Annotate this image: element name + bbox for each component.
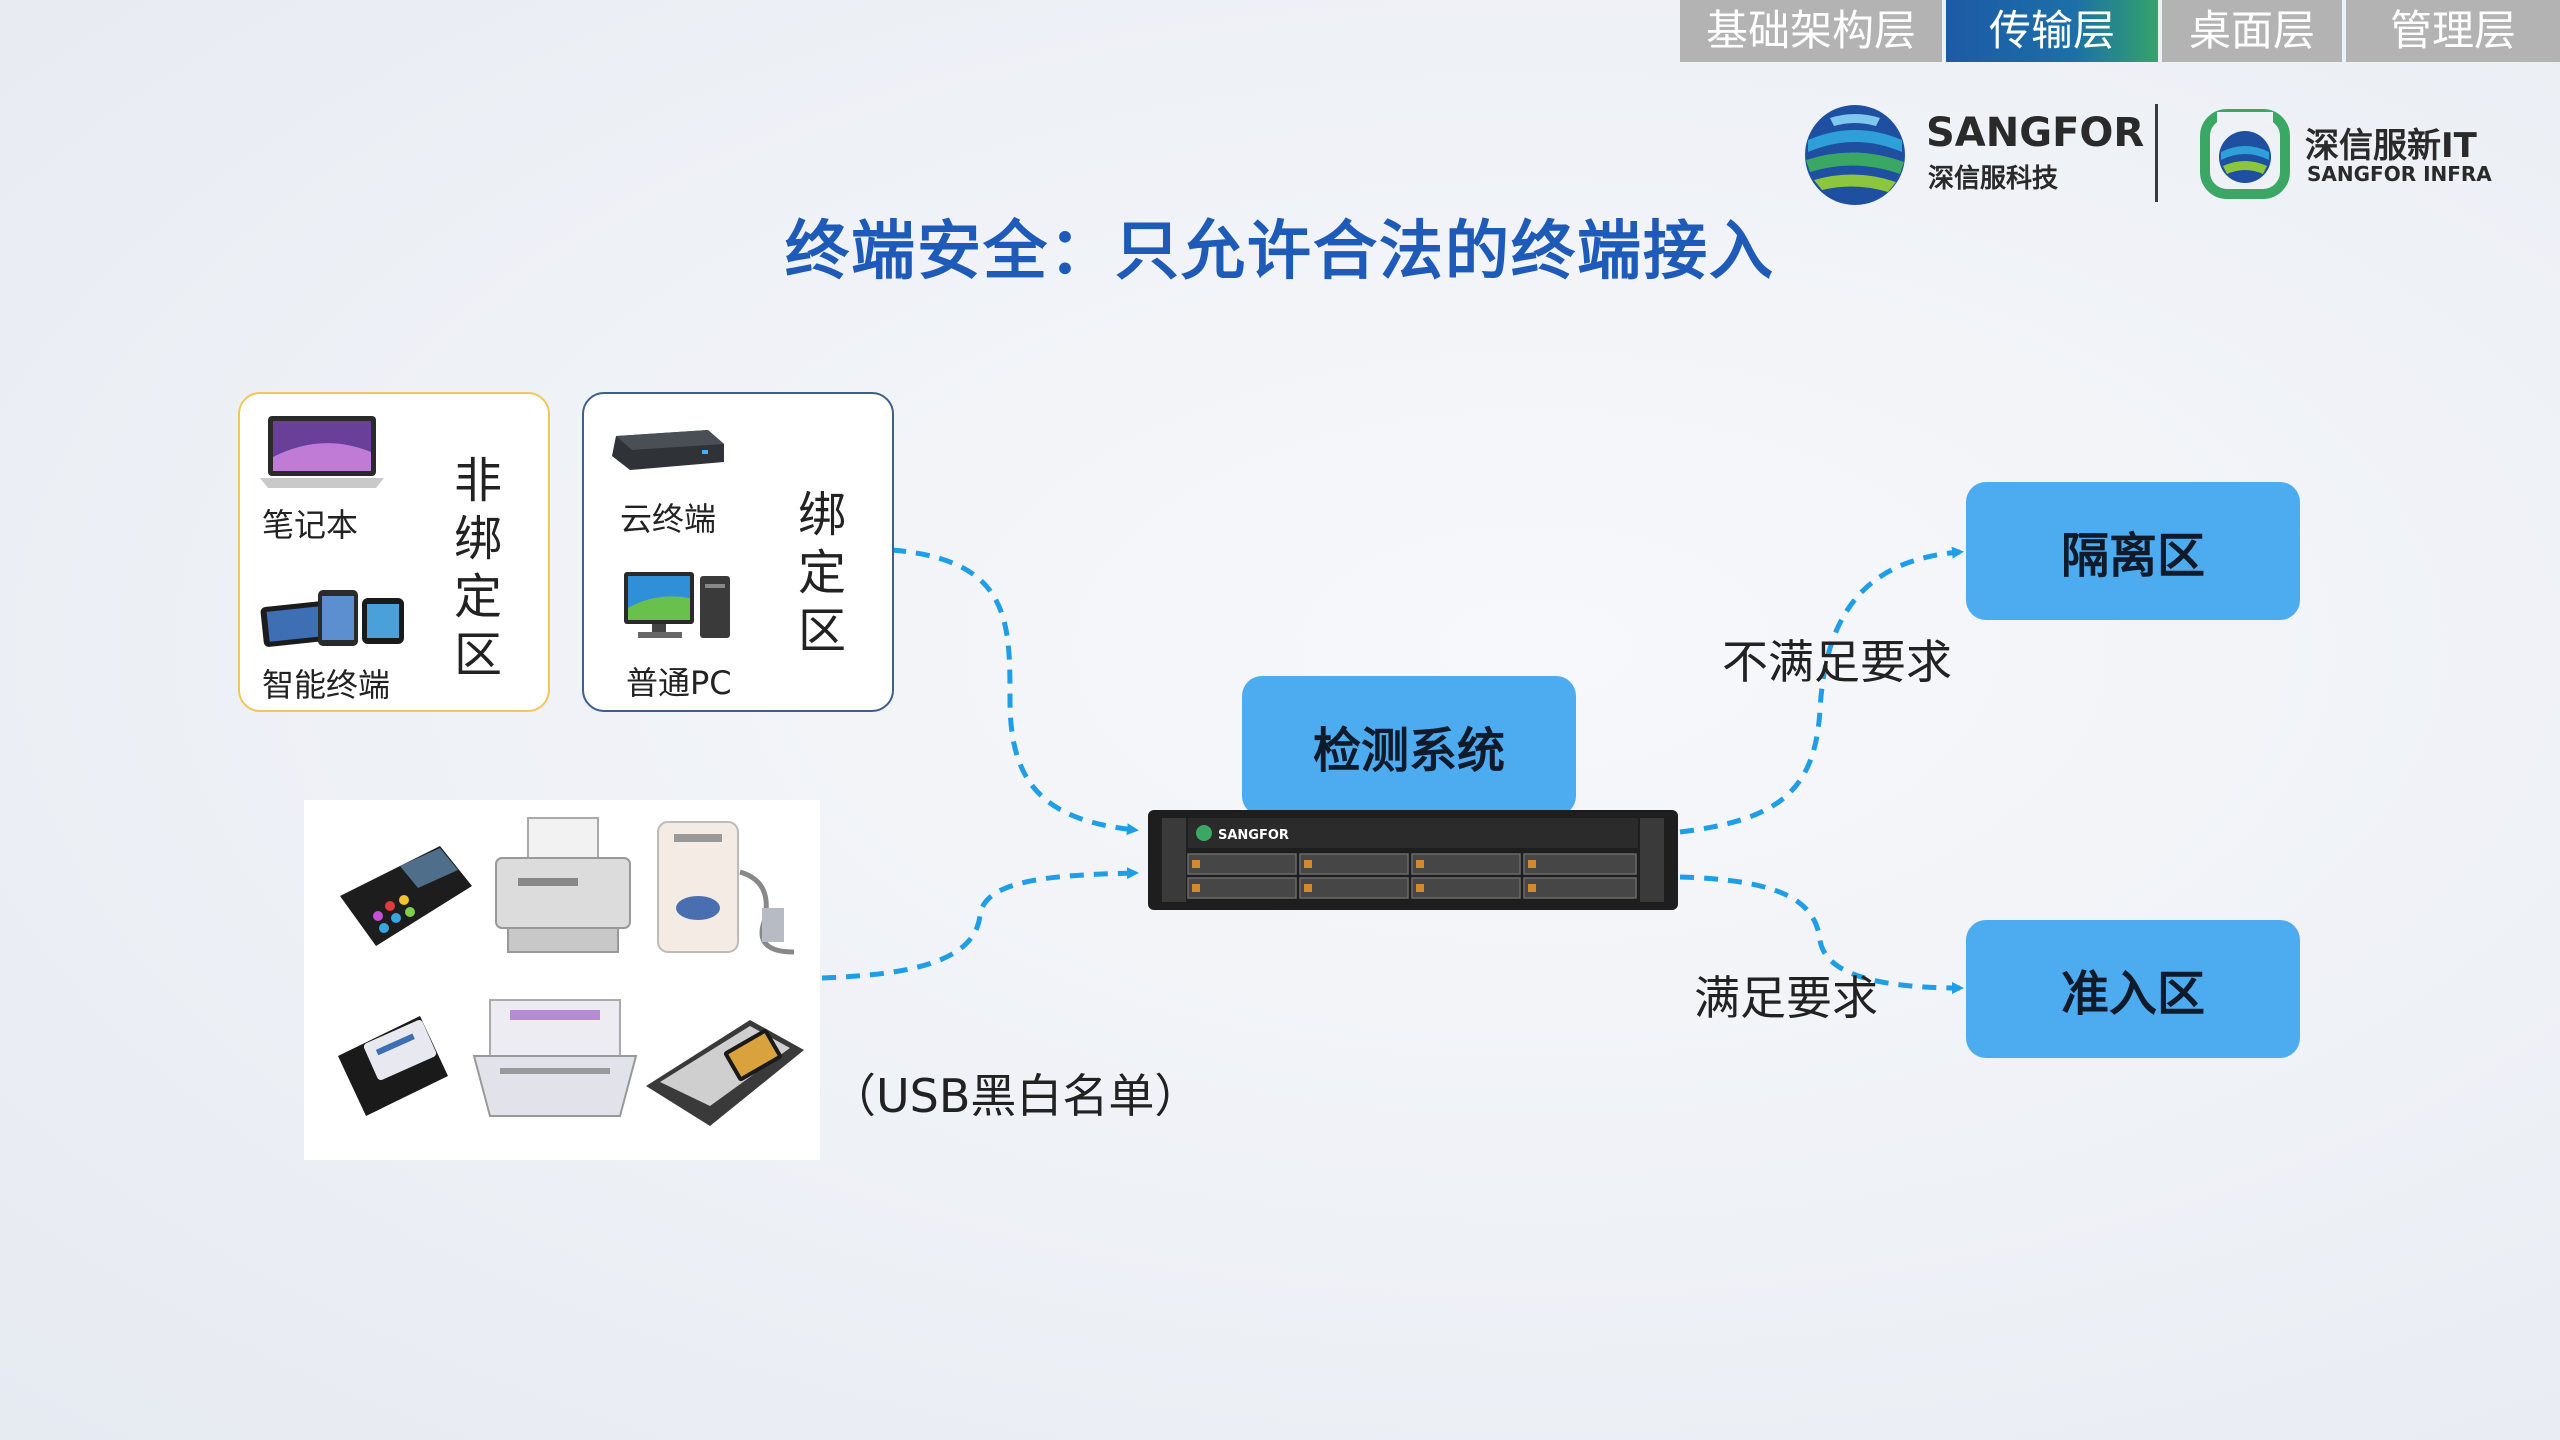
detection-system-box: 检测系统 xyxy=(1242,676,1576,816)
card-reader-icon xyxy=(657,821,795,955)
usb-devices-panel xyxy=(304,800,820,1160)
laptop-icon xyxy=(260,416,384,488)
arrow-bound-to-detection xyxy=(891,547,1139,836)
id-scanner-icon xyxy=(646,1020,804,1126)
smart-terminal-label: 智能终端 xyxy=(262,666,391,704)
sangfor-globe-icon xyxy=(1805,105,1905,205)
laptop-label: 笔记本 xyxy=(262,506,359,544)
infra-logo-icon xyxy=(2200,109,2290,199)
usb-whitelist-caption: （USB黑白名单） xyxy=(830,1069,1201,1123)
infra-cn-name: 深信服新IT xyxy=(2305,126,2477,166)
server-appliance-icon: SANGFOR xyxy=(1148,810,1678,910)
server-brand-label: SANGFOR xyxy=(1218,828,1289,843)
fail-requirement-label: 不满足要求 xyxy=(1722,635,1952,689)
quarantine-zone-box: 隔离区 xyxy=(1966,482,2300,620)
cloud-terminal-label: 云终端 xyxy=(620,500,717,538)
bound-vertical-label: 绑 定 区 xyxy=(797,487,846,659)
regular-pc-label: 普通PC xyxy=(626,664,732,702)
sangfor-logo: SANGFOR 深信服科技 xyxy=(1800,100,2150,210)
sangfor-name: SANGFOR xyxy=(1926,110,2145,156)
tab-infrastructure[interactable]: 基础架构层 xyxy=(1680,0,1942,62)
cloud-terminal-icon xyxy=(612,430,724,470)
infra-en-name: SANGFOR INFRA xyxy=(2307,162,2492,186)
arrow-detection-to-quarantine xyxy=(1679,546,1964,835)
magnetic-card-reader-icon xyxy=(338,1016,448,1116)
smart-devices-icon xyxy=(260,590,404,647)
desktop-pc-icon xyxy=(624,572,730,638)
arrow-detection-to-access xyxy=(1679,874,1964,994)
arrow-usb-to-detection xyxy=(821,867,1139,981)
pos-terminal-icon xyxy=(340,846,472,946)
sangfor-infra-logo: 深信服新IT SANGFOR INFRA xyxy=(2195,100,2525,210)
printer-icon xyxy=(495,817,631,953)
page-title: 终端安全：只允许合法的终端接入 xyxy=(785,215,1775,289)
logo-divider xyxy=(2155,104,2158,202)
receipt-printer-icon xyxy=(472,999,638,1117)
pass-requirement-label: 满足要求 xyxy=(1694,971,1878,1025)
unbound-vertical-label: 非 绑 定 区 xyxy=(453,453,502,683)
access-zone-box: 准入区 xyxy=(1966,920,2300,1058)
tab-transport[interactable]: 传输层 xyxy=(1946,0,2158,62)
sangfor-cn-name: 深信服科技 xyxy=(1928,164,2059,194)
tab-desktop[interactable]: 桌面层 xyxy=(2162,0,2342,62)
tab-management[interactable]: 管理层 xyxy=(2346,0,2560,62)
